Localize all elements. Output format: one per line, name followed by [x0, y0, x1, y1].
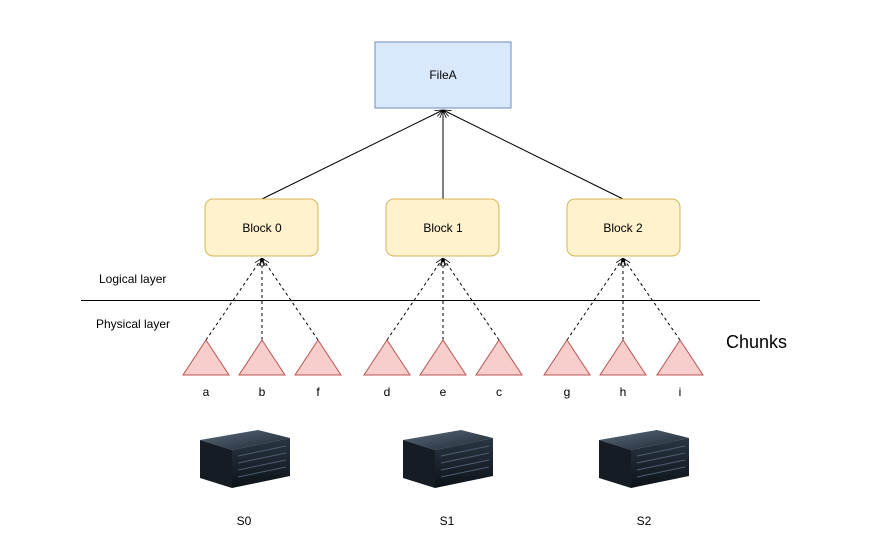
chunk-label: e — [440, 385, 447, 399]
chunk-to-block-edges — [205, 258, 681, 341]
edge-chunk-c — [443, 258, 500, 341]
edge-chunk-d — [386, 258, 443, 341]
edge-chunk-g — [566, 258, 623, 341]
block-node-2: Block 2 — [566, 198, 681, 257]
block-label: Block 1 — [423, 221, 463, 235]
chunk-c: c — [475, 339, 523, 399]
block-label: Block 2 — [603, 221, 643, 235]
server-label: S0 — [237, 514, 252, 528]
chunk-label: h — [620, 385, 627, 399]
file-label: FileA — [429, 68, 456, 82]
chunk-label: g — [564, 385, 571, 399]
physical-layer-label: Physical layer — [96, 317, 170, 331]
chunk-g: g — [543, 339, 591, 399]
chunk-label: b — [259, 385, 266, 399]
block-node-1: Block 1 — [385, 198, 500, 257]
server-label: S2 — [637, 514, 652, 528]
chunk-label: d — [384, 385, 391, 399]
chunk-i: i — [656, 339, 704, 399]
edge-block2-file — [443, 110, 624, 200]
chunk-label: c — [496, 385, 502, 399]
block-node-0: Block 0 — [204, 198, 319, 257]
chunk-a: a — [182, 339, 230, 399]
chunk-label: i — [679, 385, 682, 399]
chunk-b: b — [238, 339, 286, 399]
chunk-h: h — [599, 339, 647, 399]
edge-block0-file — [261, 110, 443, 200]
server-icon — [599, 430, 689, 488]
server-2: S2 — [599, 430, 689, 528]
edge-chunk-f — [262, 258, 319, 341]
server-0: S0 — [200, 430, 290, 528]
chunk-d: d — [363, 339, 411, 399]
file-node: FileA — [374, 41, 512, 109]
edge-chunk-i — [623, 258, 681, 341]
chunk-label: a — [203, 385, 210, 399]
chunk-f: f — [294, 339, 342, 399]
block-label: Block 0 — [242, 221, 282, 235]
chunk-e: e — [419, 339, 467, 399]
chunks-title: Chunks — [726, 332, 787, 352]
chunk-label: f — [316, 385, 320, 399]
server-icon — [200, 430, 290, 488]
server-1: S1 — [403, 430, 493, 528]
server-icon — [403, 430, 493, 488]
block-to-file-edges — [261, 110, 624, 200]
logical-layer-label: Logical layer — [99, 272, 166, 286]
server-label: S1 — [440, 514, 455, 528]
edge-chunk-a — [205, 258, 262, 341]
